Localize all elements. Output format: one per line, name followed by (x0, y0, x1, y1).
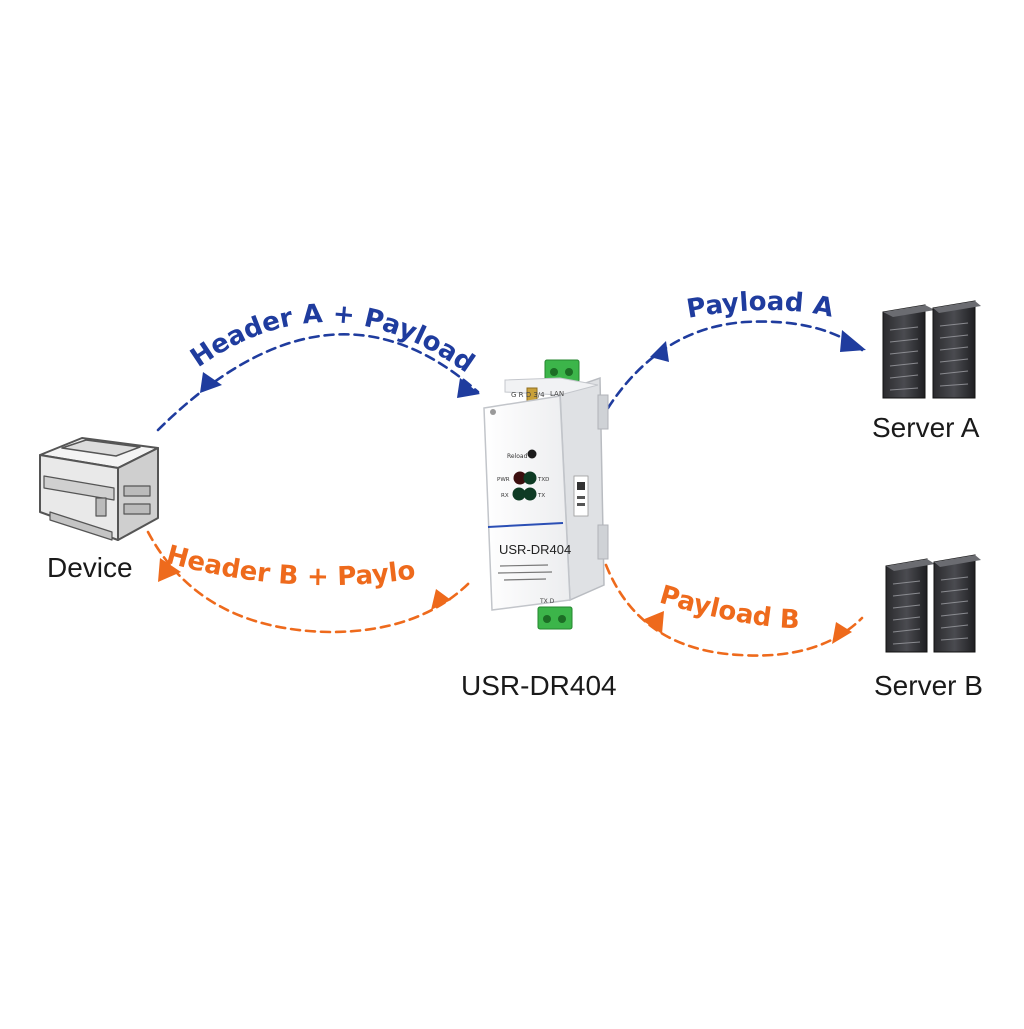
flow-a-in-label: Header A + Payload A (0, 0, 487, 384)
flow-a-in-head-mid (200, 372, 222, 393)
flow-b-out-label: Payload B (656, 580, 800, 635)
flow-b-out-head-mid (642, 611, 664, 634)
server-a-label: Server A (872, 412, 980, 443)
gateway-model-print: USR-DR404 (499, 542, 571, 557)
flow-b-out-arrow (604, 563, 864, 657)
server-b-label: Server B (874, 670, 983, 701)
printer-icon (39, 437, 159, 541)
gateway-lan-label: LAN (550, 390, 564, 398)
gateway-bottom-port-label: TX D (539, 598, 555, 605)
gateway-led-txd-label: TXD (537, 477, 549, 483)
flow-a-out-head-mid (650, 341, 669, 362)
gateway-led-pwr-label: PWR (497, 477, 510, 483)
flow-a-out-head-end (840, 330, 866, 352)
gateway-led-rx-label: RX (501, 493, 509, 499)
gateway-led-tx-label: TX (537, 493, 545, 499)
gateway-fine-print (497, 564, 553, 581)
server-rack-icon (882, 300, 981, 399)
flow-a-out-arrow (606, 320, 864, 410)
gateway-reload-label: Reload (507, 453, 528, 460)
flow-b-in-head-mid (431, 589, 451, 610)
flow-a-in-head-end (457, 378, 480, 398)
din-rail-gateway-icon (483, 359, 609, 630)
server-rack-icon (885, 554, 981, 653)
gateway-label: USR-DR404 (461, 670, 617, 701)
device-label: Device (47, 552, 133, 583)
flow-b-in-head-start (158, 558, 181, 582)
flow-a-out-label: Payload A (685, 287, 837, 325)
flow-b-in-arrow (146, 530, 472, 634)
flow-b-out-head-end (832, 622, 852, 644)
gateway-port-labels: G R D 3/4 (511, 391, 545, 399)
